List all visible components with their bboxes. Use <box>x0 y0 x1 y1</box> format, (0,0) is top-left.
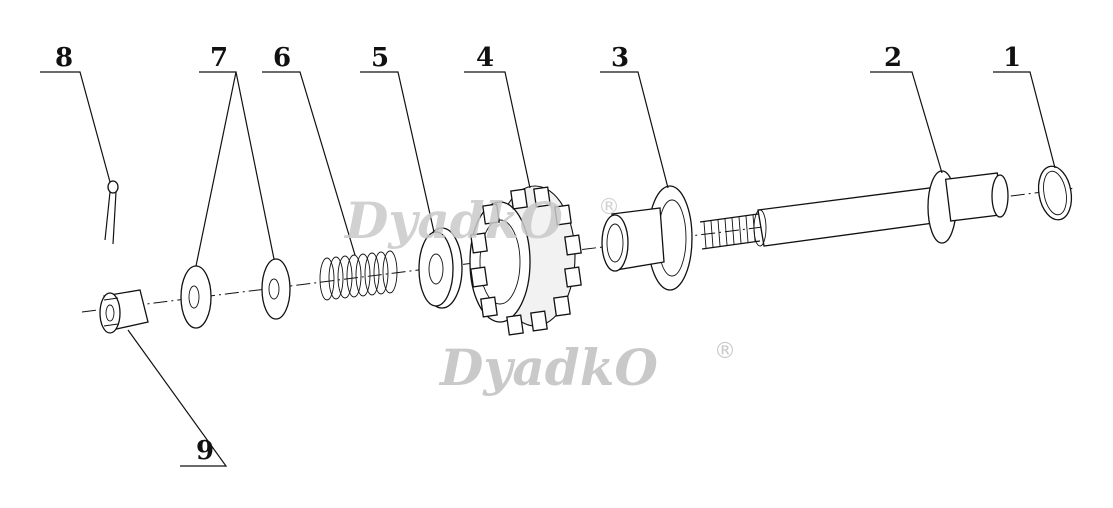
part-7-washer-right <box>261 258 291 320</box>
watermark-lower: DyadkO ® <box>438 338 736 397</box>
part-8-cotter-pin <box>104 180 119 245</box>
part-5-thick-washer <box>418 227 463 309</box>
watermark-upper-reg: ® <box>598 195 620 220</box>
part-7-washer-left <box>180 265 212 329</box>
label-3: 3 <box>611 43 629 73</box>
label-5: 5 <box>371 43 389 73</box>
watermark-lower-text: DyadkO <box>438 338 658 397</box>
part-4-gear <box>469 185 582 336</box>
label-6: 6 <box>273 43 291 73</box>
part-6-spring <box>319 250 398 301</box>
part-3-flanged-bushing <box>601 185 693 291</box>
watermark-upper-text: DyadkO <box>343 191 563 250</box>
gear-teeth <box>470 186 582 336</box>
part-9-castle-nut <box>99 289 149 334</box>
leader-lines <box>40 71 1056 467</box>
shaft-threads <box>699 213 761 250</box>
part-2-shaft <box>699 170 1009 250</box>
watermark-lower-reg: ® <box>714 339 736 364</box>
label-8: 8 <box>55 43 73 73</box>
label-4: 4 <box>476 43 494 73</box>
label-1: 1 <box>1003 43 1021 73</box>
label-9: 9 <box>196 436 214 466</box>
label-7: 7 <box>210 43 228 73</box>
watermark-upper: DyadkO ® <box>343 191 620 250</box>
label-2: 2 <box>884 43 902 73</box>
part-1-snap-ring <box>1037 165 1073 221</box>
